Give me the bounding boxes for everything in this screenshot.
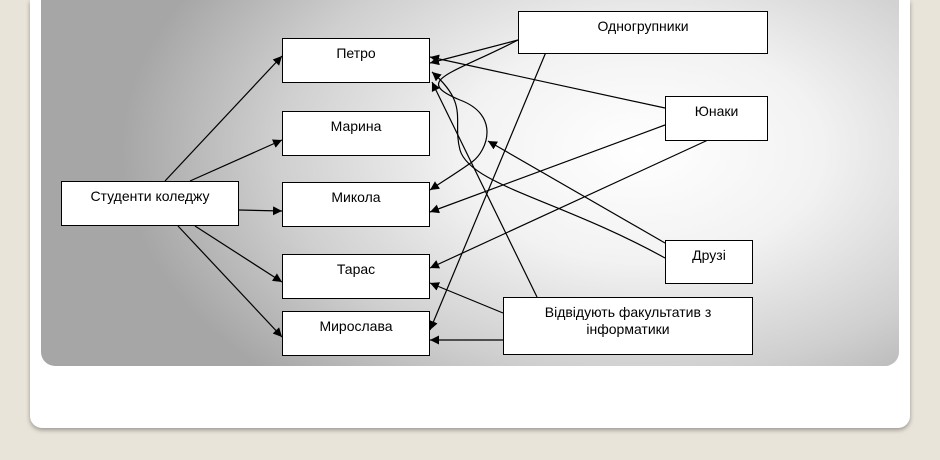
node-taras: Тарас (282, 254, 430, 299)
edge-elective-taras (429, 282, 504, 314)
node-taras-label: Тарас (336, 261, 376, 277)
edge-students-taras (194, 225, 283, 283)
node-groupmates-label: Одногрупники (597, 18, 689, 34)
node-mykola-label: Микола (331, 189, 381, 205)
edge-groupmates-petro (429, 39, 519, 66)
edge-students-petro (164, 55, 283, 182)
edge-groupmates-mykola (429, 39, 519, 191)
edge-friends-petro (431, 71, 666, 259)
edge-students-maryna (189, 139, 283, 182)
node-myroslava-label: Мирослава (319, 318, 393, 334)
node-myroslava: Мирослава (282, 311, 430, 356)
node-friends: Друзі (665, 240, 753, 284)
node-students: Студенти коледжу (61, 181, 239, 226)
node-elective-label-line2: інформатики (586, 321, 670, 337)
edge-elective-petro (431, 81, 538, 298)
node-petro-label: Петро (336, 45, 376, 61)
node-petro: Петро (282, 38, 430, 83)
node-young-men-label: Юнаки (694, 103, 739, 119)
node-maryna: Марина (282, 111, 430, 156)
edge-friends-mykola (487, 140, 666, 244)
edge-youngmen-taras (429, 139, 709, 269)
node-elective-label-line1: Відвідують факультатив з (544, 304, 712, 320)
node-maryna-label: Марина (330, 118, 382, 134)
node-elective: Відвідують факультатив з інформатики (503, 297, 753, 355)
edge-students-mykola (238, 206, 283, 216)
node-mykola: Микола (282, 182, 430, 227)
node-young-men: Юнаки (665, 96, 768, 141)
edge-students-myroslava (177, 225, 283, 338)
edge-youngmen-petro (429, 54, 666, 109)
edge-youngmen-mykola (429, 124, 666, 214)
node-students-label: Студенти коледжу (90, 188, 210, 204)
node-friends-label: Друзі (692, 247, 726, 263)
node-groupmates: Одногрупники (518, 11, 768, 54)
